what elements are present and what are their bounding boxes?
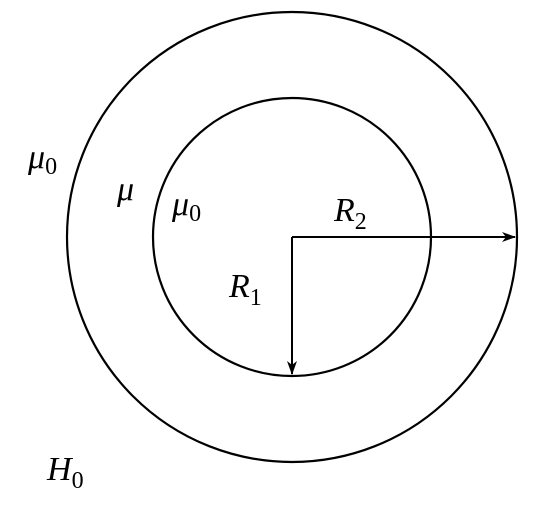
inner-medium-label: μ0 <box>171 186 201 227</box>
applied-field-label: H0 <box>46 451 84 494</box>
outer-medium-label: μ0 <box>27 139 57 180</box>
outer-radius-label: R2 <box>333 192 367 235</box>
inner-radius-label: R1 <box>228 268 262 311</box>
shell-medium-label: μ <box>116 171 134 208</box>
outer-circle <box>65 10 519 464</box>
